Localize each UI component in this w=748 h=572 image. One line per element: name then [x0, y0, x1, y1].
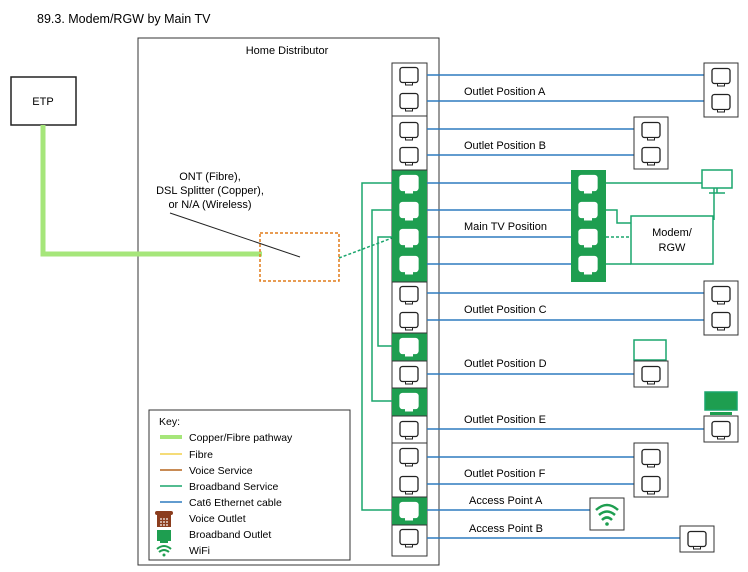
- page-title: 89.3. Modem/RGW by Main TV: [37, 12, 211, 26]
- outlet-a-label: Outlet Position A: [464, 86, 546, 98]
- wifi-icon: [156, 545, 172, 557]
- home-distributor-label: Home Distributor: [246, 45, 329, 57]
- patch-separators: [392, 115, 427, 526]
- ont-label-line-1: ONT (Fibre),: [179, 171, 241, 183]
- ont-leader-line: [169, 212, 301, 258]
- key-item-2: Voice Service: [189, 465, 253, 477]
- key-item-5: Voice Outlet: [189, 513, 246, 525]
- outlet-d-label: Outlet Position D: [464, 358, 547, 370]
- broadband-outlet-icon: [157, 530, 171, 543]
- etp-label: ETP: [32, 96, 53, 108]
- key-item-1: Fibre: [189, 449, 213, 461]
- key-item-6: Broadband Outlet: [189, 529, 271, 541]
- ont-label-line-2: DSL Splitter (Copper),: [156, 185, 264, 197]
- access-point-b-label: Access Point B: [469, 523, 543, 535]
- access-point-a-box: [589, 497, 625, 531]
- main-tv-icon: [701, 169, 733, 194]
- key-box: [148, 409, 351, 561]
- patch-cords: [361, 182, 392, 511]
- access-point-a-wifi-icon: [595, 503, 619, 526]
- outlet-d-tv-icon: [633, 339, 667, 363]
- modem-box: [630, 215, 714, 265]
- access-point-a-label: Access Point A: [469, 495, 543, 507]
- ont-box: [259, 232, 340, 282]
- patch-panel: [391, 62, 428, 557]
- main-tv-label: Main TV Position: [464, 221, 547, 233]
- home-distributor-box: [137, 37, 440, 566]
- outlet-f-label: Outlet Position F: [464, 468, 546, 480]
- outlet-b-label: Outlet Position B: [464, 140, 546, 152]
- key-item-4: Cat6 Ethernet cable: [189, 497, 282, 509]
- modem-label-line-2: RGW: [659, 242, 687, 254]
- outlet-e-computer-icon: [704, 391, 738, 415]
- ont-label-line-3: or N/A (Wireless): [168, 199, 251, 211]
- ont-to-patch-dashed: [338, 237, 393, 259]
- outlet-e-label: Outlet Position E: [464, 414, 546, 426]
- telephone-icon: [155, 511, 173, 527]
- outlet-c-label: Outlet Position C: [464, 304, 547, 316]
- modem-links: [606, 182, 714, 265]
- key-item-7: WiFi: [189, 545, 210, 557]
- copper-fibre-pathway: [40, 125, 262, 257]
- key-title: Key:: [159, 416, 180, 428]
- cat6-runs: [427, 74, 704, 539]
- modem-label-line-1: Modem/: [652, 227, 693, 239]
- key-item-0: Copper/Fibre pathway: [189, 432, 293, 444]
- key-item-3: Broadband Service: [189, 481, 278, 493]
